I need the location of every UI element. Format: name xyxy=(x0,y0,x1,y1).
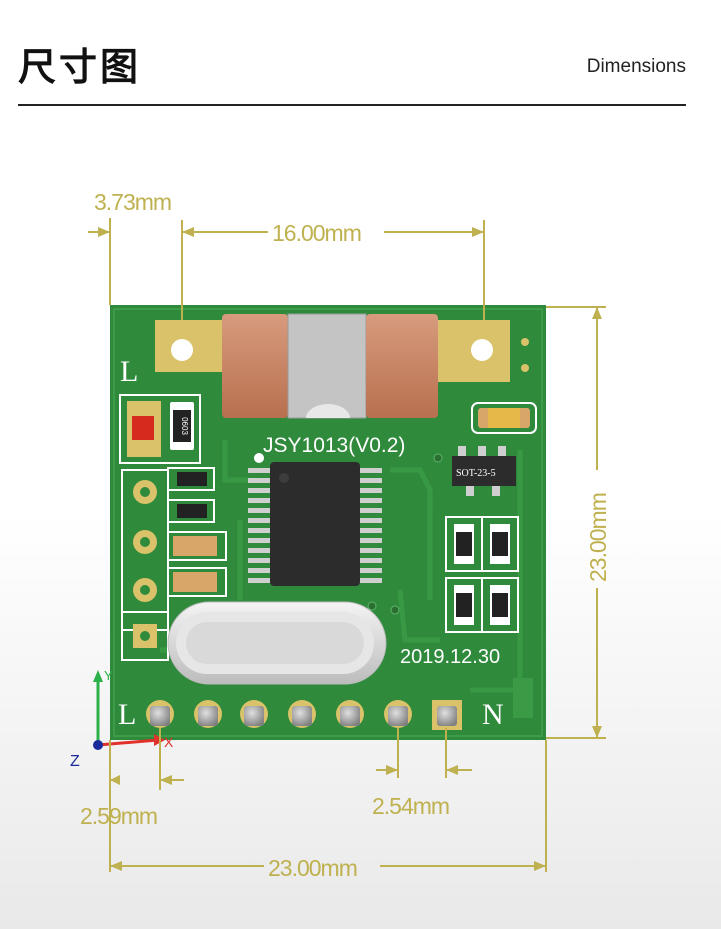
pin-4 xyxy=(288,700,316,728)
passive-components-left xyxy=(167,467,227,597)
dimension-lines xyxy=(88,218,606,872)
main-ic xyxy=(248,453,382,586)
pin-6 xyxy=(384,700,412,728)
board-date-label: 2019.12.30 xyxy=(400,646,500,668)
mounting-hole-left xyxy=(171,339,193,361)
axis-x-label: X xyxy=(164,734,174,750)
pin-3 xyxy=(240,700,268,728)
sot-label: SOT-23-5 xyxy=(456,468,496,479)
header-divider xyxy=(18,104,686,106)
axis-z-label: Z xyxy=(70,753,80,770)
dim-pin-pitch: 2.54mm xyxy=(372,793,449,819)
resistor-array-right xyxy=(445,516,519,633)
board-model-label: JSY1013(V0.2) xyxy=(263,434,405,457)
pin-1 xyxy=(146,700,174,728)
pin-2 xyxy=(194,700,222,728)
shunt-resistor xyxy=(155,313,510,419)
sot23-chip: SOT-23-5 xyxy=(452,446,516,496)
capacitor-top-right xyxy=(471,402,537,434)
axis-indicator: Y Z X xyxy=(70,668,174,770)
dim-pad-spacing: 16.00mm xyxy=(272,220,361,246)
page-subtitle: Dimensions xyxy=(586,56,686,77)
resistor-code: 0603 xyxy=(180,417,189,435)
dim-pin-offset: 2.59mm xyxy=(80,803,157,829)
page-title: 尺寸图 xyxy=(18,45,142,89)
dim-height: 23.00mm xyxy=(585,493,611,582)
silk-label-l-top: L xyxy=(120,355,138,388)
dimension-arrows xyxy=(98,227,602,871)
led-group: 0603 xyxy=(119,394,201,464)
mounting-hole-right xyxy=(471,339,493,361)
bottom-pin-row: L N xyxy=(118,698,504,731)
crystal-oscillator xyxy=(167,601,387,685)
axis-y-label: Y xyxy=(104,668,113,683)
pin-label-l: L xyxy=(118,698,136,731)
pin-7 xyxy=(432,700,462,730)
pin-5 xyxy=(336,700,364,728)
pin-label-n: N xyxy=(482,698,504,731)
dim-width: 23.00mm xyxy=(268,855,357,881)
dim-offset-left: 3.73mm xyxy=(94,189,171,215)
